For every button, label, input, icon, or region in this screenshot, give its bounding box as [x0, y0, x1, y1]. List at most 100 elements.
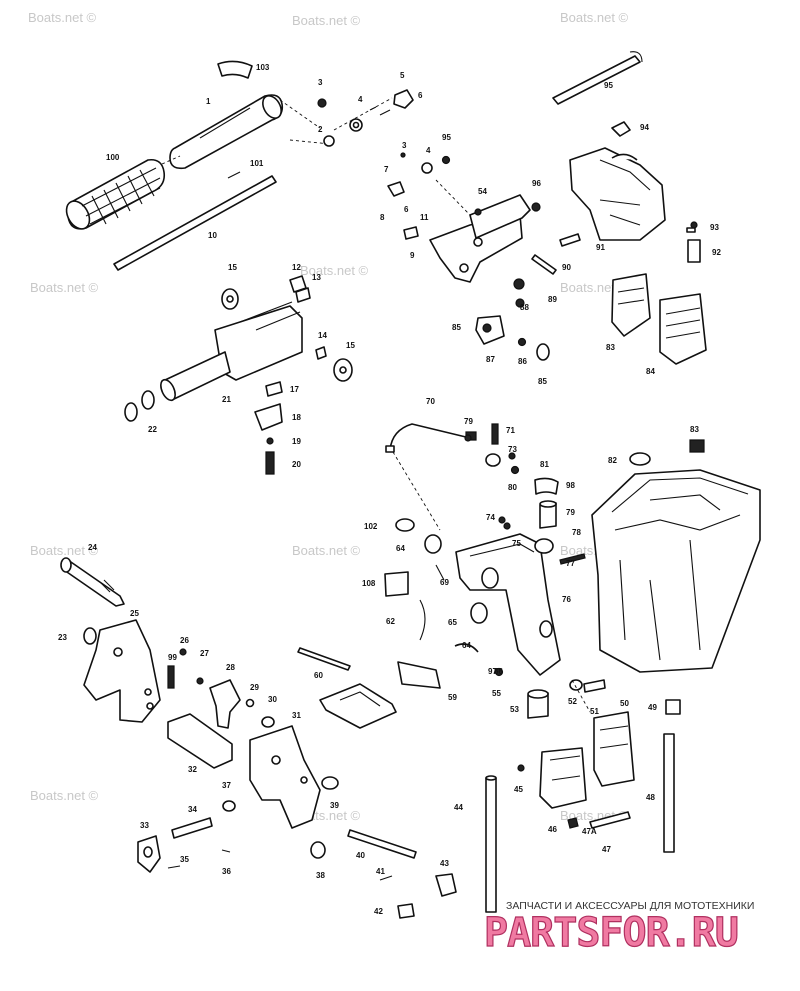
part-label: 36 — [222, 867, 231, 876]
part-label: 24 — [88, 543, 97, 552]
part-label: 5 — [400, 71, 405, 80]
part-label: 60 — [314, 671, 323, 680]
part-label: 30 — [268, 695, 277, 704]
clamp-bracket-group — [60, 557, 457, 919]
part-label: 77 — [566, 559, 575, 568]
brand-tagline: ЗАПЧАСТИ И АКСЕССУАРЫ ДЛЯ МОТОТЕХНИКИ — [506, 900, 754, 912]
support-bracket-group — [297, 647, 441, 729]
part-label: 62 — [386, 617, 395, 626]
part-label: 42 — [374, 907, 383, 916]
part-label: 29 — [250, 683, 259, 692]
part-label: 52 — [568, 697, 577, 706]
part-label: 90 — [562, 263, 571, 272]
part-24-bolt — [63, 559, 125, 607]
part-label: 1 — [206, 97, 211, 106]
part-label: 45 — [514, 785, 523, 794]
part-label: 98 — [566, 481, 575, 490]
part-58 — [319, 683, 397, 729]
part-34-screw — [171, 817, 213, 839]
part-label: 75 — [512, 539, 521, 548]
part-label: 92 — [712, 248, 721, 257]
part-label: 81 — [540, 460, 549, 469]
part-label: 76 — [562, 595, 571, 604]
part-label: 33 — [140, 821, 149, 830]
part-label: 84 — [646, 367, 655, 376]
part-28 — [209, 679, 241, 729]
part-label: 21 — [222, 395, 231, 404]
part-label: 87 — [486, 355, 495, 364]
part-label: 2 — [318, 125, 323, 134]
part-label: 89 — [548, 295, 557, 304]
part-label: 82 — [608, 456, 617, 465]
part-10-rod — [113, 175, 277, 271]
part-label: 97 — [488, 667, 497, 676]
watermark: Boats.net © — [292, 543, 361, 558]
part-44 — [485, 777, 497, 913]
shift-mount-group — [552, 51, 707, 365]
part-label: 3 — [318, 78, 323, 87]
part-label: 13 — [312, 273, 321, 282]
part-label: 12 — [292, 263, 301, 272]
part-label: 93 — [710, 223, 719, 232]
steering-bracket-group — [387, 152, 557, 361]
part-label: 55 — [492, 689, 501, 698]
part-label: 31 — [292, 711, 301, 720]
part-label: 99 — [168, 653, 177, 662]
part-label: 94 — [640, 123, 649, 132]
part-label: 80 — [508, 483, 517, 492]
part-label: 79 — [464, 417, 473, 426]
part-59 — [297, 647, 351, 671]
part-label: 47 — [602, 845, 611, 854]
tiller-handle-group — [65, 60, 414, 271]
part-label: 91 — [596, 243, 605, 252]
part-label: 83 — [690, 425, 699, 434]
part-label: 69 — [440, 578, 449, 587]
part-label: 96 — [532, 179, 541, 188]
part-label: 46 — [548, 825, 557, 834]
part-103 — [384, 571, 409, 597]
part-label: 102 — [364, 522, 378, 531]
part-25-clamp — [83, 619, 161, 723]
part-label: 85 — [452, 323, 461, 332]
part-83b — [659, 293, 707, 365]
part-label: 18 — [292, 413, 301, 422]
part-label: 4 — [426, 146, 431, 155]
watermark: Boats.net © — [292, 13, 361, 28]
watermark: Boats.net © — [30, 543, 99, 558]
swivel-bracket-group — [384, 477, 606, 719]
swivel-tube-group — [124, 275, 353, 475]
part-94 — [552, 55, 641, 105]
watermark: Boats.net © — [560, 280, 629, 295]
part-label: 103 — [256, 63, 270, 72]
part-label: 26 — [180, 636, 189, 645]
part-label: 38 — [316, 871, 325, 880]
part-label: 7 — [384, 165, 389, 174]
watermark: Boats.net © — [30, 280, 99, 295]
watermark: Boats.net © — [560, 10, 629, 25]
part-label: 10 — [208, 231, 217, 240]
part-label: 85 — [538, 377, 547, 386]
part-label: 35 — [180, 855, 189, 864]
part-label: 8 — [380, 213, 385, 222]
part-50 — [593, 711, 635, 787]
brand-logo: PARTSFOR.RU — [484, 910, 738, 956]
lower-parts-group — [485, 699, 681, 913]
part-label: 4 — [358, 95, 363, 104]
part-label: 65 — [448, 618, 457, 627]
part-77-housing — [591, 469, 761, 673]
part-32 — [167, 713, 233, 769]
part-5 — [393, 89, 414, 109]
part-label: 78 — [572, 528, 581, 537]
part-label: 74 — [486, 513, 495, 522]
part-label: 83 — [606, 343, 615, 352]
part-label: 37 — [222, 781, 231, 790]
watermark: Boats.net © — [300, 263, 369, 278]
part-label: 41 — [376, 867, 385, 876]
part-1 — [169, 94, 284, 170]
part-label: 27 — [200, 649, 209, 658]
part-label: 56 — [494, 667, 503, 676]
part-label: 48 — [646, 793, 655, 802]
part-number-labels: 1 2 3 3 4 4 5 6 6 7 8 9 10 11 12 13 14 1… — [58, 63, 721, 916]
part-label: 23 — [58, 633, 67, 642]
